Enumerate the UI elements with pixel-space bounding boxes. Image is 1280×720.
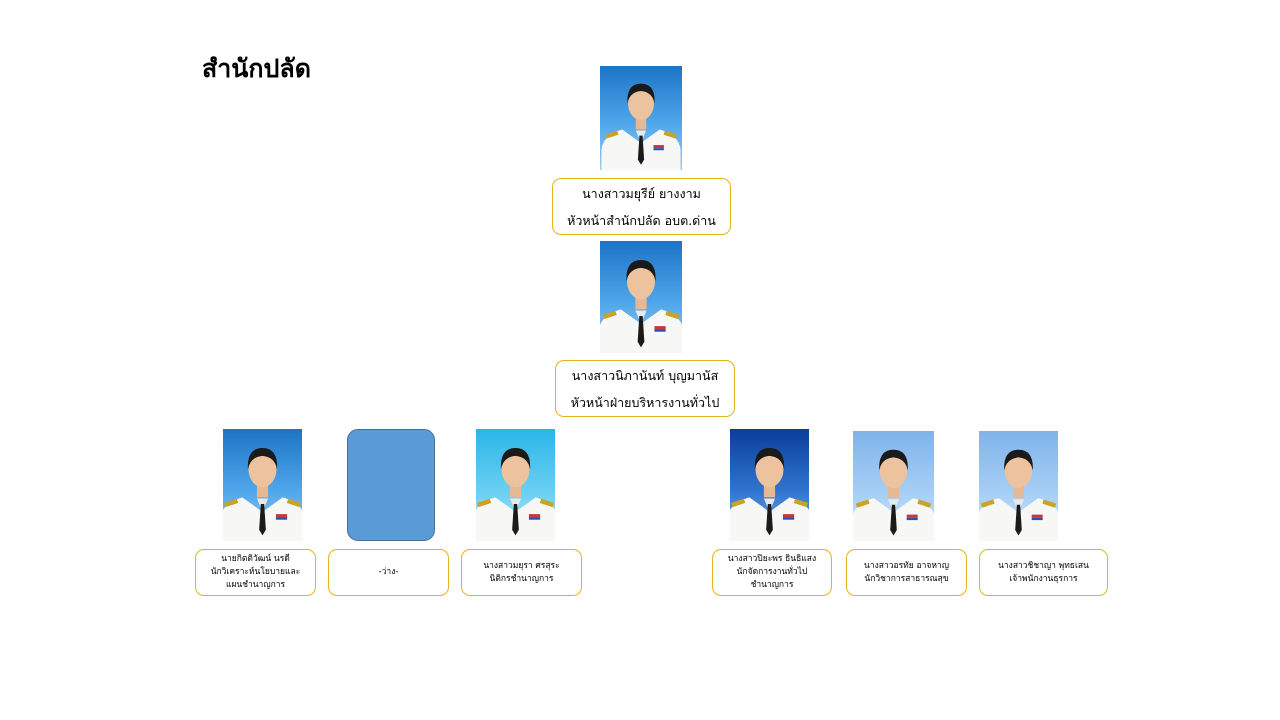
staff-position: นักจัดการงานทั่วไป — [736, 567, 808, 577]
staff-name: นายกิตติวัฒน์ นรดี — [221, 554, 290, 564]
staff-photo — [730, 429, 809, 541]
person-portrait-icon — [476, 429, 555, 541]
page-title: สำนักปลัด — [202, 54, 311, 83]
staff-photo — [223, 429, 302, 541]
staff-position-line2: ชำนาญการ — [750, 580, 794, 590]
staff-position: นิติกรชำนาญการ — [489, 573, 554, 584]
staff-position: นักวิชาการสาธารณสุข — [864, 573, 949, 584]
person-portrait-icon — [853, 431, 934, 541]
vacant-photo-placeholder — [347, 429, 435, 541]
head-position: หัวหน้าสำนักปลัด อบต.ด่าน — [567, 212, 716, 228]
person-portrait-icon — [979, 431, 1058, 541]
admin-head-info-box: นางสาวนิภานันท์ บุญมานัส หัวหน้าฝ่ายบริห… — [555, 360, 735, 417]
staff-info-box: นางสาวอรทัย อาจหาญ นักวิชาการสาธารณสุข — [846, 549, 967, 596]
staff-info-box: นางสาวมยุรา ศรสุระ นิติกรชำนาญการ — [461, 549, 582, 596]
head-photo — [600, 66, 682, 170]
admin-head-photo — [600, 241, 682, 353]
staff-position-line2: แผนชำนาญการ — [225, 580, 286, 590]
staff-name: นางสาวมยุรา ศรสุระ — [483, 560, 560, 571]
staff-name: นางสาวอรทัย อาจหาญ — [864, 560, 949, 571]
staff-info-box: นางสาวปิยะพร ธินธิแสง นักจัดการงานทั่วไป… — [712, 549, 832, 596]
staff-info-box: นางสาวชิชาญา พุทธเสน เจ้าพนักงานธุรการ — [979, 549, 1108, 596]
staff-position: นักวิเคราะห์นโยบายและ — [210, 567, 301, 577]
staff-photo — [853, 431, 934, 541]
staff-info-box-vacant: -ว่าง- — [328, 549, 449, 596]
staff-name: นางสาวชิชาญา พุทธเสน — [998, 560, 1089, 571]
head-name: นางสาวมยุรีย์ ยางงาม — [582, 185, 701, 201]
head-info-box: นางสาวมยุรีย์ ยางงาม หัวหน้าสำนักปลัด อบ… — [552, 178, 731, 235]
person-portrait-icon — [730, 429, 809, 541]
staff-photo — [979, 431, 1058, 541]
person-portrait-icon — [600, 241, 682, 353]
staff-name: -ว่าง- — [378, 567, 399, 577]
staff-position: เจ้าพนักงานธุรการ — [1009, 573, 1078, 584]
staff-photo — [476, 429, 555, 541]
person-portrait-icon — [600, 66, 682, 170]
admin-head-position: หัวหน้าฝ่ายบริหารงานทั่วไป — [570, 394, 720, 410]
staff-name: นางสาวปิยะพร ธินธิแสง — [727, 554, 817, 564]
staff-info-box: นายกิตติวัฒน์ นรดี นักวิเคราะห์นโยบายและ… — [195, 549, 316, 596]
admin-head-name: นางสาวนิภานันท์ บุญมานัส — [571, 367, 719, 383]
person-portrait-icon — [223, 429, 302, 541]
